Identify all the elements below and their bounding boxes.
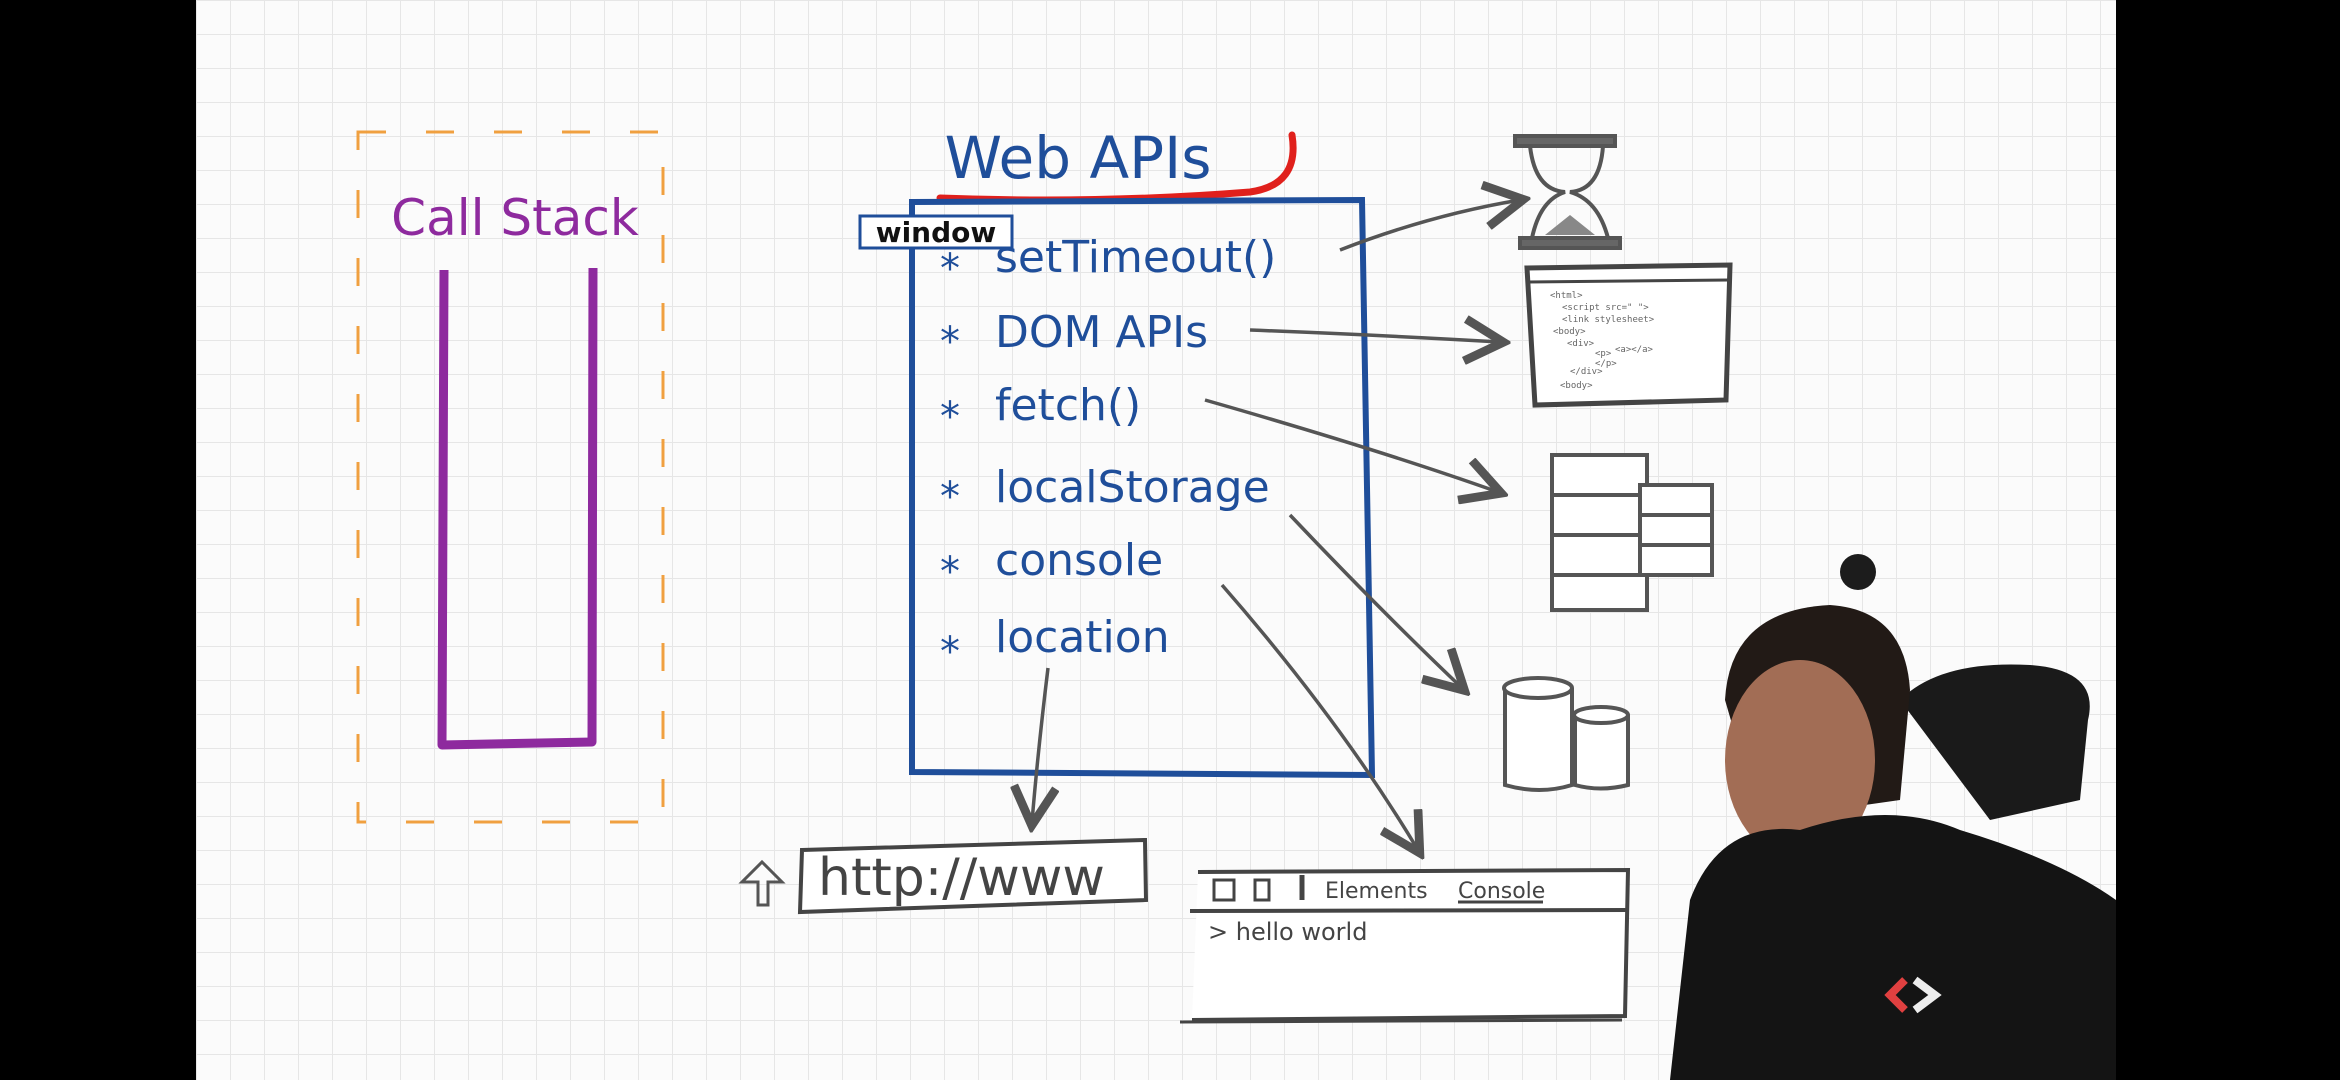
- window-label-box: [858, 214, 1014, 250]
- bullet-icon: *: [940, 319, 960, 365]
- arrow-fetch: [1204, 398, 1498, 492]
- api-item-dom-apis: DOM APIs: [995, 307, 1208, 358]
- api-item-console: console: [995, 535, 1163, 586]
- url-text: http://www: [818, 848, 1105, 908]
- web-apis-title: Web APIs: [945, 124, 1212, 192]
- arrow-location: [1032, 667, 1048, 822]
- web-apis: Web APIs window * setTimeout() * DOM API…: [858, 124, 1376, 779]
- tab-elements: Elements: [1325, 879, 1428, 904]
- code-line: </div>: [1570, 367, 1603, 377]
- call-stack-title: Call Stack: [391, 189, 639, 247]
- bullet-icon: *: [940, 474, 960, 520]
- code-line: <body>: [1560, 381, 1593, 391]
- logo-icon: [1884, 976, 1942, 1014]
- api-item-settimeout: setTimeout(): [995, 232, 1276, 283]
- bullet-icon: *: [940, 629, 960, 675]
- code-line: <p>: [1595, 349, 1612, 359]
- server-icon: [1550, 453, 1714, 612]
- code-line: <html>: [1550, 291, 1583, 301]
- arrows: [1032, 200, 1520, 850]
- database-icon: [1502, 676, 1630, 792]
- call-stack: Call Stack: [356, 130, 665, 824]
- code-line: </p>: [1595, 359, 1617, 369]
- arrow-dom: [1249, 330, 1500, 342]
- inspect-icon: [1212, 878, 1236, 902]
- presenter-video: [1670, 554, 2116, 1080]
- tab-console: Console: [1458, 879, 1545, 904]
- home-up-arrow-icon: [738, 859, 786, 907]
- api-item-fetch: fetch(): [995, 380, 1141, 431]
- whiteboard: [196, 0, 2116, 1080]
- code-line: <body>: [1553, 327, 1586, 337]
- arrow-localstorage: [1288, 513, 1462, 688]
- chair: [1900, 664, 2090, 820]
- window-label: window: [876, 216, 997, 249]
- hourglass-icon: [1513, 134, 1622, 250]
- html-document-window: <html> <script src=" "> <link stylesheet…: [1524, 262, 1733, 408]
- face: [1725, 660, 1875, 860]
- code-line: <a></a>: [1615, 345, 1654, 355]
- arrow-console: [1220, 583, 1418, 850]
- device-icon: [1253, 878, 1271, 902]
- call-stack-container: [437, 267, 598, 750]
- api-item-location: location: [995, 612, 1170, 663]
- arrow-settimeout: [1339, 200, 1520, 252]
- bullet-icon: *: [940, 246, 960, 292]
- hoodie: [1670, 815, 2116, 1080]
- console-output: > hello world: [1208, 918, 1367, 946]
- code-line: <link stylesheet>: [1562, 315, 1655, 325]
- bullet-icon: *: [940, 394, 960, 440]
- call-stack-dashed-border: [356, 130, 665, 824]
- code-line: <div>: [1567, 339, 1595, 349]
- devtools-panel: Elements Console > hello world: [1179, 867, 1631, 1024]
- bullet-icon: *: [940, 549, 960, 595]
- url-bar: http://www: [738, 837, 1149, 915]
- api-item-localstorage: localStorage: [995, 462, 1270, 513]
- code-line: <script src=" ">: [1562, 303, 1649, 313]
